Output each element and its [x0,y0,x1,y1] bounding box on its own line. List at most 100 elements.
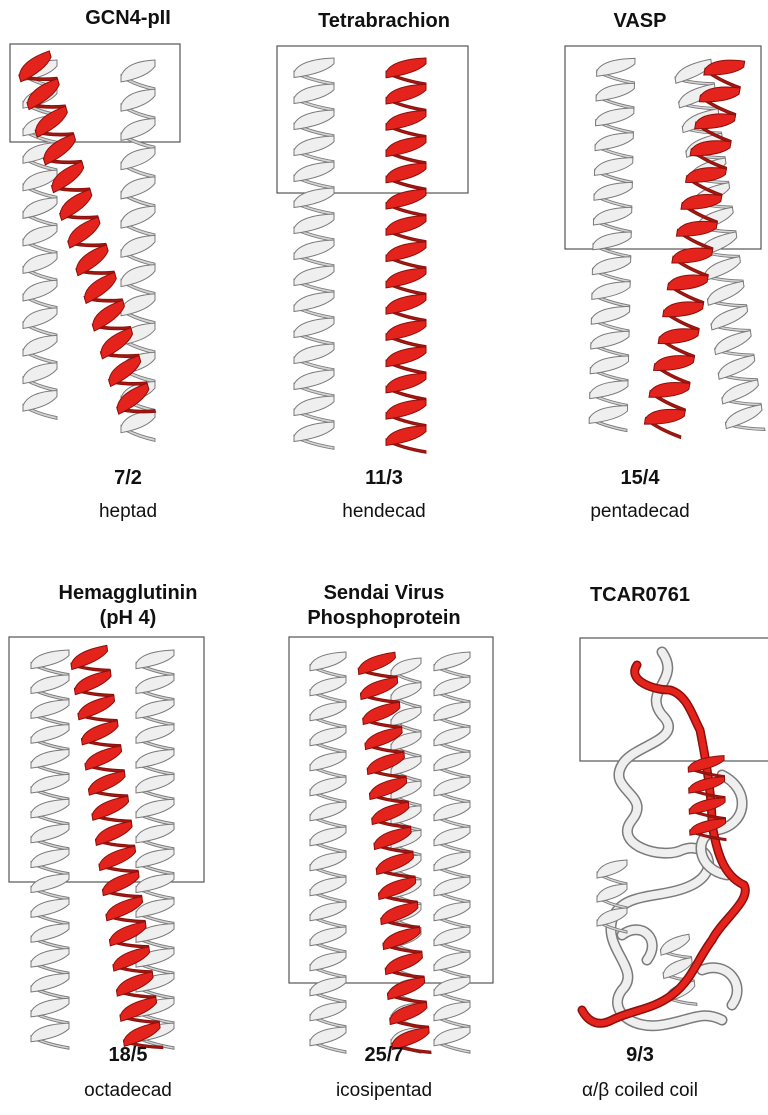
helix-turn-front [595,133,633,151]
structure-vasp [512,0,768,540]
helix-turn-front [136,824,174,843]
helix-turn-front [594,158,632,176]
helix-turn-front [23,280,57,301]
helix-turn-front [596,83,634,101]
helix-turn-front [136,750,174,769]
helix-turn-front [310,827,346,846]
helix-turn-front [718,355,754,379]
helix-turn-front [89,771,125,795]
helix-turn-front [589,406,627,424]
helix-turn-front [121,235,155,257]
helix-turn-front [310,1027,346,1046]
periodicity-ratio: 15/4 [512,467,768,490]
helix-turn-front [31,700,69,719]
helix-turn-front [386,321,426,341]
helix-turn-front [310,752,346,771]
helix-turn-front [136,849,174,868]
helix-turn-front [434,877,470,896]
helix-turn-front [596,108,634,126]
helix-turn-front [386,268,426,288]
helix-turn-front [23,335,57,356]
helix-turn-front [96,821,132,845]
helix-turn-front [654,356,695,371]
helix-turn-front [78,696,114,720]
helix-turn-front [31,849,69,868]
helix-turn-front [310,977,346,996]
helix-turn-front [591,306,629,324]
helix-turn-front [434,1002,470,1021]
panel-hemagglutinin: Hemagglutinin (pH 4) 18/5 octadecad [0,540,256,1115]
helix-turn-front [31,824,69,843]
helix-turn-front [31,799,69,818]
helix-turn-front [23,308,57,329]
helix-turn-front [23,198,57,219]
helix-turn-front [121,177,155,199]
helix-turn-front [726,405,762,429]
helix-turn-front [99,846,135,870]
panel-sendai-virus-phosphoprotein: Sendai Virus Phosphoprotein 25/7 icosipe… [256,540,512,1115]
helix-turn-front [294,162,334,182]
periodicity-ratio: 11/3 [256,467,512,490]
helix-turn-front [136,799,174,818]
helix-turn-front [31,874,69,893]
helix-turn-front [591,331,629,349]
helix-red [386,58,426,453]
helix-turn-front [711,306,747,330]
helix-turn-front [294,370,334,390]
helix-turn-front [121,206,155,228]
helix-turn-front [294,240,334,260]
helix-turn-front [722,380,758,404]
helix-turn-front [597,860,627,878]
helix-turn-front [386,84,426,104]
repeat-name: α/β coiled coil [512,1080,768,1102]
helix-turn-front [310,877,346,896]
panel-gcn4-pii: GCN4-pII 7/2 heptad [0,0,256,540]
repeat-name: heptad [0,501,256,523]
helix-turn-front [386,242,426,262]
helix-turn-front [31,774,69,793]
helix-turn-front [434,927,470,946]
helix-turn-front [434,702,470,721]
helix-turn-front [31,1023,69,1042]
helix-turn-front [294,58,334,78]
helix-grey-left [310,652,346,1053]
helix-turn-front [386,58,426,78]
helix-turn-front [294,422,334,442]
helix-turn-front [593,207,631,225]
helix-turn-front [434,977,470,996]
helix-turn-front [92,796,128,820]
helix-turn-front [136,725,174,744]
helix-turn-front [667,275,708,290]
helix-turn-front [434,727,470,746]
helix-turn-front [121,89,155,111]
helix-turn-front [704,257,740,281]
helix-turn-front [310,902,346,921]
panel-tetrabrachion: Tetrabrachion 11/3 hendecad [256,0,512,540]
helix-turn-front [31,949,69,968]
helix-turn-front [708,281,744,305]
helix-grey-left [589,58,635,431]
repeat-name: icosipentad [256,1080,512,1102]
structure-hemagglutinin [0,540,256,1115]
helix-turn-front [23,253,57,274]
helix-turn-front [310,802,346,821]
helix-turn-front [136,700,174,719]
helix-turn-front [310,652,346,671]
helix-turn-front [136,675,174,694]
helix-turn-front [31,899,69,918]
helix-turn-front [434,827,470,846]
helix-turn-front [294,110,334,130]
helix-turn-front [310,1002,346,1021]
helix-turn-front [434,852,470,871]
helix-turn-front [593,232,631,250]
helix-turn-front [386,294,426,314]
helix-turn-front [386,137,426,157]
helix-turn-front [31,650,69,669]
structure-gcn4-pii [0,0,256,540]
helix-turn-front [592,257,630,275]
helix-turn-front [310,727,346,746]
helix-turn-front [294,84,334,104]
helix-turn-front [386,216,426,236]
helix-turn-front [71,645,107,669]
structure-tetrabrachion [256,0,512,540]
